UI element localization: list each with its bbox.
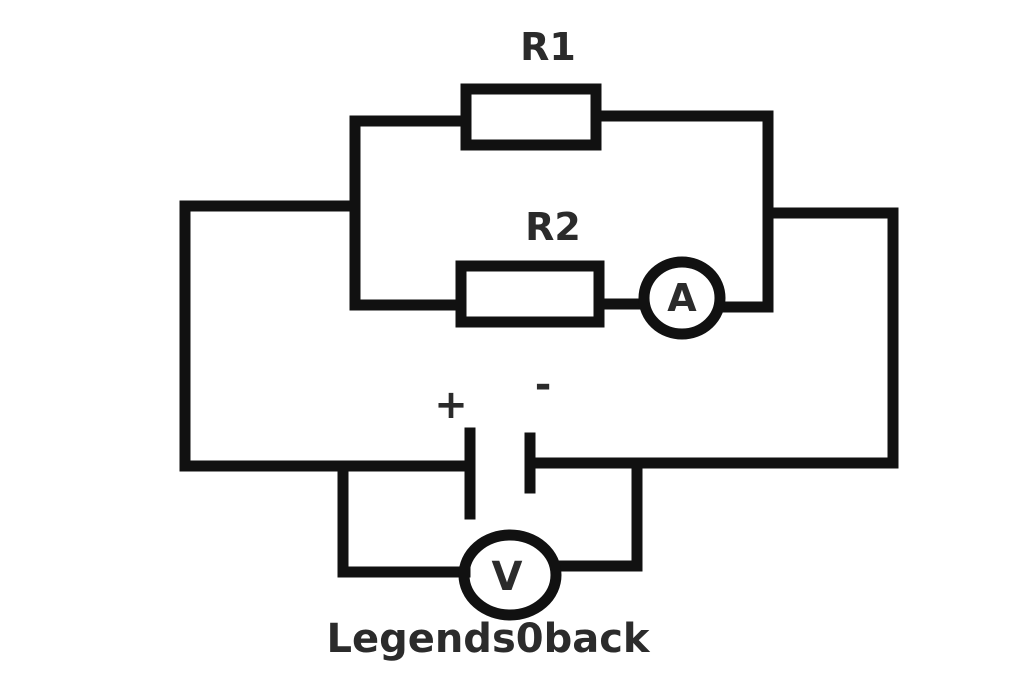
wire-left-outer [179, 200, 476, 472]
battery-negative-label: - [535, 362, 552, 408]
ammeter-circle [638, 256, 726, 340]
label-r1: R1 [520, 25, 576, 69]
wire-right-branch [591, 110, 774, 313]
voltmeter-circle [458, 529, 562, 621]
battery-positive-label: + [434, 382, 468, 428]
resistor-r1 [460, 83, 602, 151]
voltmeter-label: V [492, 554, 523, 600]
label-r2: R2 [525, 205, 581, 249]
wire-voltmeter-left [337, 460, 471, 578]
ammeter-label: A [667, 276, 697, 320]
wire-right-outer [527, 207, 899, 469]
wire-voltmeter-right [552, 457, 643, 572]
watermark: Legends0back [326, 616, 650, 662]
resistor-r2 [455, 260, 605, 328]
wire-left-branch [349, 115, 471, 311]
